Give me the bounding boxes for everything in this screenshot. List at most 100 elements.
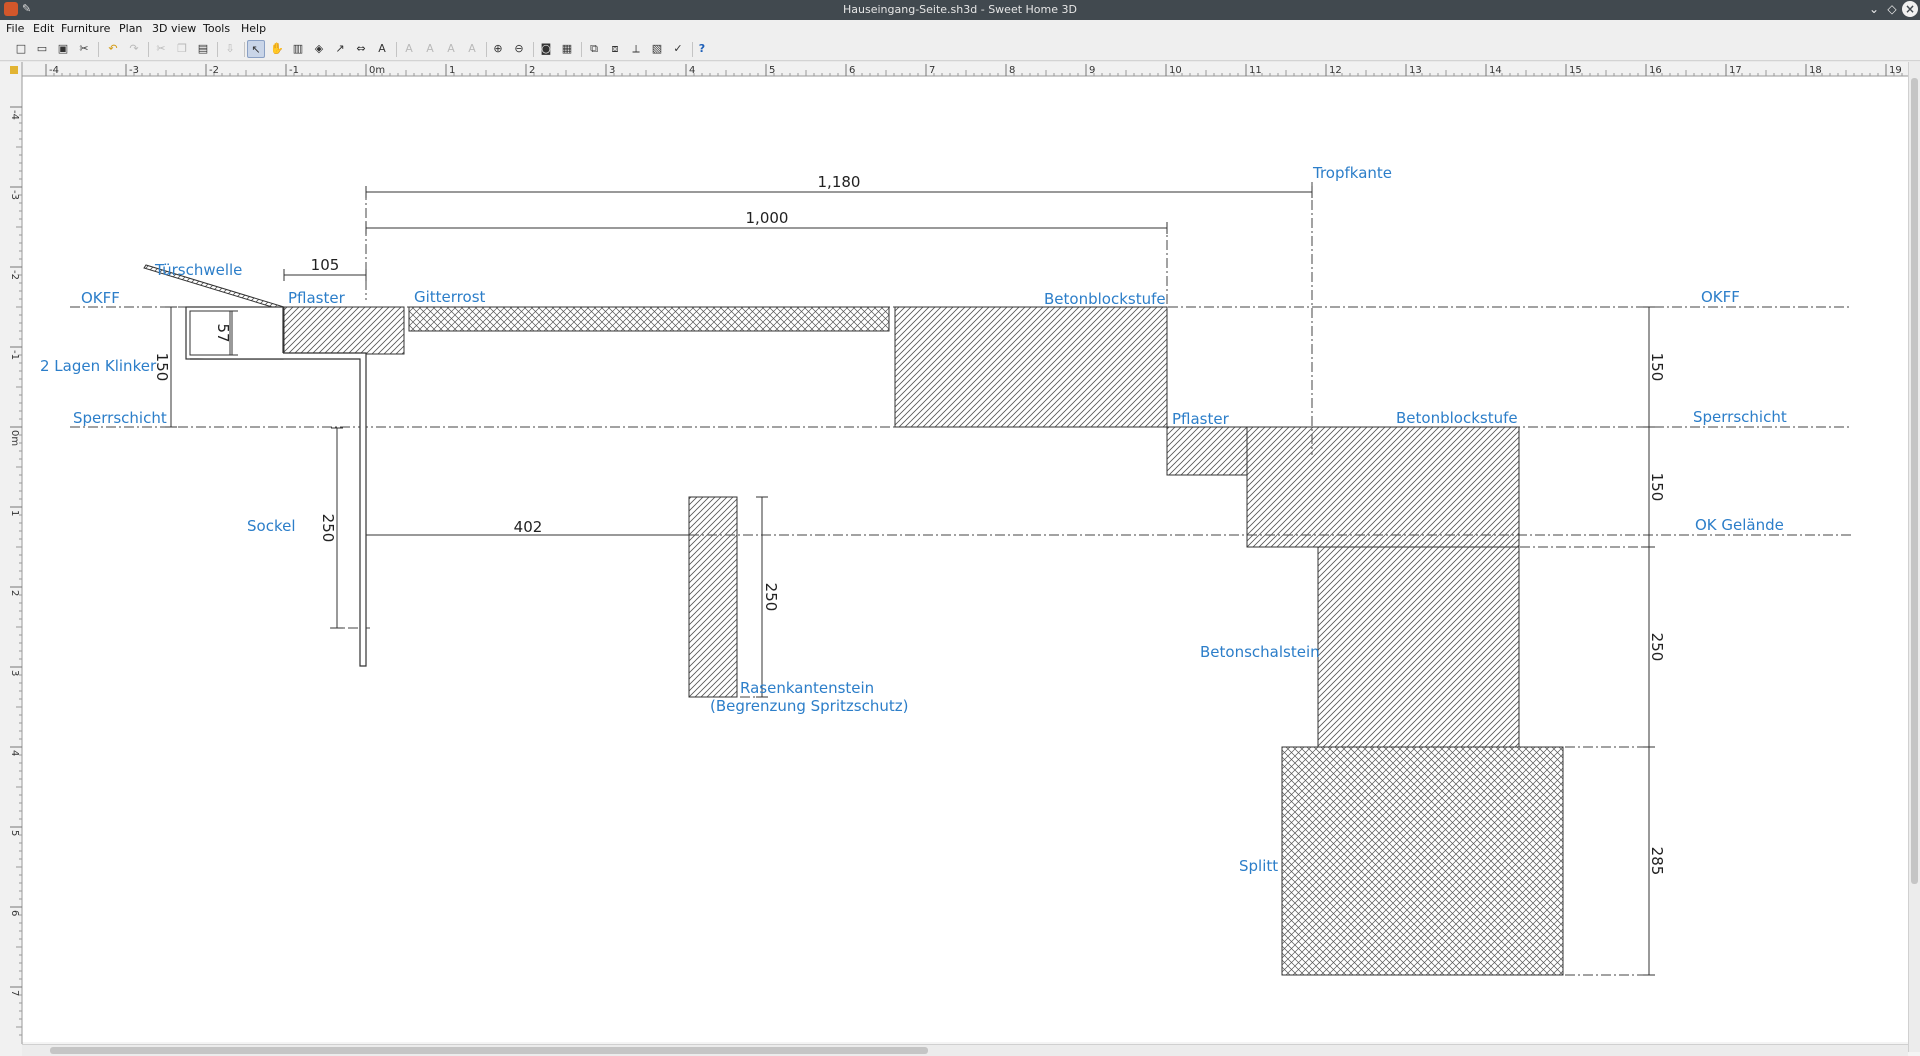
menu-furniture[interactable]: Furniture [61, 22, 111, 35]
import-background-icon[interactable]: ⧈ [611, 42, 619, 55]
dim-250-rasen[interactable]: 250 [762, 583, 780, 612]
label-betonblockstufe-2[interactable]: Betonblockstufe [1396, 409, 1518, 427]
create-polylines-icon[interactable]: ↗ [335, 42, 345, 55]
ruler-v-label: 0m [9, 430, 20, 446]
dim-402[interactable]: 402 [514, 518, 543, 536]
rotate-icon[interactable]: ▧ [651, 42, 663, 55]
horizontal-scrollbar[interactable] [22, 1044, 1908, 1056]
label-rasenkantenstein[interactable]: Rasenkantenstein [740, 679, 874, 697]
sockel-wall-shape [190, 352, 367, 667]
maximize-icon[interactable]: ◇ [1887, 2, 1897, 16]
label-sperrschicht-right[interactable]: Sperrschicht [1693, 408, 1787, 426]
create-photo-icon[interactable]: ◙ [540, 42, 552, 55]
paste-icon[interactable]: ▤ [197, 42, 209, 55]
copy-icon[interactable]: ❐ [177, 42, 187, 55]
dim-57[interactable]: 57 [214, 323, 232, 342]
add-text-icon[interactable]: A [405, 42, 413, 55]
text-style-icon[interactable]: A [426, 42, 434, 55]
pan-mode-icon[interactable]: ✋ [270, 42, 284, 55]
label-klinker[interactable]: 2 Lagen Klinker [40, 357, 157, 375]
ruler-corner-icon [10, 66, 18, 74]
zoom-out-icon[interactable]: ⊖ [514, 42, 524, 55]
title-bar: ✎ Hauseingang-Seite.sh3d - Sweet Home 3D… [0, 0, 1920, 20]
ruler-h-label: 19 [1889, 65, 1902, 76]
plan-canvas[interactable] [22, 76, 1908, 1042]
label-spritzschutz[interactable]: (Begrenzung Spritzschutz) [710, 697, 908, 715]
label-pflaster-2[interactable]: Pflaster [1172, 410, 1230, 428]
help-icon[interactable]: ? [698, 42, 706, 55]
dim-250-right[interactable]: 250 [1648, 633, 1666, 662]
menu-file[interactable]: File [6, 22, 25, 35]
label-splitt[interactable]: Splitt [1239, 857, 1278, 875]
label-betonblockstufe-1[interactable]: Betonblockstufe [1044, 290, 1166, 308]
ruler-h-label: 17 [1729, 65, 1742, 76]
dim-1180[interactable]: 1,180 [818, 173, 861, 191]
label-tuerschwelle[interactable]: Türschwelle [154, 261, 242, 279]
betonschalstein-shape [1317, 546, 1520, 748]
dim-250-sockel[interactable]: 250 [319, 514, 337, 543]
create-labels-icon[interactable]: A [378, 42, 386, 55]
preferences-icon[interactable]: ✂ [79, 42, 89, 55]
ruler-h-label: -1 [289, 65, 299, 76]
dim-105[interactable]: 105 [311, 256, 340, 274]
zoom-in-icon[interactable]: ⊕ [493, 42, 503, 55]
ruler-v-label: 1 [9, 510, 20, 516]
create-video-icon[interactable]: ▦ [561, 42, 573, 55]
close-icon[interactable]: × [1902, 1, 1918, 17]
menu-help[interactable]: Help [241, 22, 267, 35]
add-furniture-icon[interactable]: ⇩ [225, 42, 235, 55]
menu-plan[interactable]: Plan [119, 22, 143, 35]
ruler-v-label: -4 [9, 110, 20, 120]
ruler-h-label: 14 [1489, 65, 1502, 76]
splitt-shape [1281, 746, 1564, 976]
app-icon [4, 2, 18, 16]
flip-icon[interactable]: ⟂ [632, 42, 640, 55]
select-mode-icon[interactable]: ↖ [247, 40, 265, 58]
import-furniture-icon[interactable]: ⧉ [590, 42, 598, 55]
increase-text-icon[interactable]: A [447, 42, 455, 55]
ruler-h-label: 4 [689, 65, 695, 76]
label-pflaster-1[interactable]: Pflaster [288, 289, 346, 307]
ruler-v-label: 6 [9, 910, 20, 916]
create-dimensions-icon[interactable]: ⇔ [356, 42, 366, 55]
dim-150-right-1[interactable]: 150 [1648, 353, 1666, 382]
menu-tools[interactable]: Tools [203, 22, 231, 35]
dim-150-left[interactable]: 150 [153, 353, 171, 382]
create-rooms-icon[interactable]: ◈ [314, 42, 324, 55]
label-betonschalstein[interactable]: Betonschalstein [1200, 643, 1320, 661]
ruler-h-label: 8 [1009, 65, 1015, 76]
label-gitterrost[interactable]: Gitterrost [414, 288, 486, 306]
vertical-scroll-thumb[interactable] [1911, 78, 1918, 884]
redo-icon[interactable]: ↷ [129, 42, 139, 55]
ruler-v-label: -2 [9, 270, 20, 280]
open-icon[interactable]: ▭ [36, 42, 48, 55]
create-walls-icon[interactable]: ▥ [292, 42, 304, 55]
lock-icon[interactable]: ✓ [673, 42, 683, 55]
minimize-icon[interactable]: ⌄ [1868, 2, 1880, 16]
cut-icon[interactable]: ✂ [156, 42, 166, 55]
label-tropfkante[interactable]: Tropfkante [1312, 164, 1392, 182]
decrease-text-icon[interactable]: A [468, 42, 476, 55]
ruler-v-label: -1 [9, 350, 20, 360]
ruler-v-label: 5 [9, 830, 20, 836]
pflaster-2-shape [1166, 426, 1248, 476]
undo-icon[interactable]: ↶ [108, 42, 118, 55]
dim-150-right-2[interactable]: 150 [1648, 473, 1666, 502]
menu-edit[interactable]: Edit [33, 22, 55, 35]
dim-1000[interactable]: 1,000 [746, 209, 789, 227]
label-okff-right[interactable]: OKFF [1701, 288, 1740, 306]
menu-3d-view[interactable]: 3D view [152, 22, 197, 35]
gitterrost-shape [408, 306, 890, 332]
new-icon[interactable]: □ [15, 42, 27, 55]
label-okff-left[interactable]: OKFF [81, 289, 120, 307]
dim-285-right[interactable]: 285 [1648, 847, 1666, 876]
pin-icon[interactable]: ✎ [22, 2, 32, 15]
save-icon[interactable]: ▣ [57, 42, 69, 55]
label-sockel[interactable]: Sockel [247, 517, 296, 535]
horizontal-scroll-thumb[interactable] [50, 1047, 928, 1054]
label-ok-gelaende[interactable]: OK Gelände [1695, 516, 1784, 534]
label-sperrschicht-left[interactable]: Sperrschicht [73, 409, 167, 427]
vertical-scrollbar[interactable] [1908, 62, 1920, 1052]
